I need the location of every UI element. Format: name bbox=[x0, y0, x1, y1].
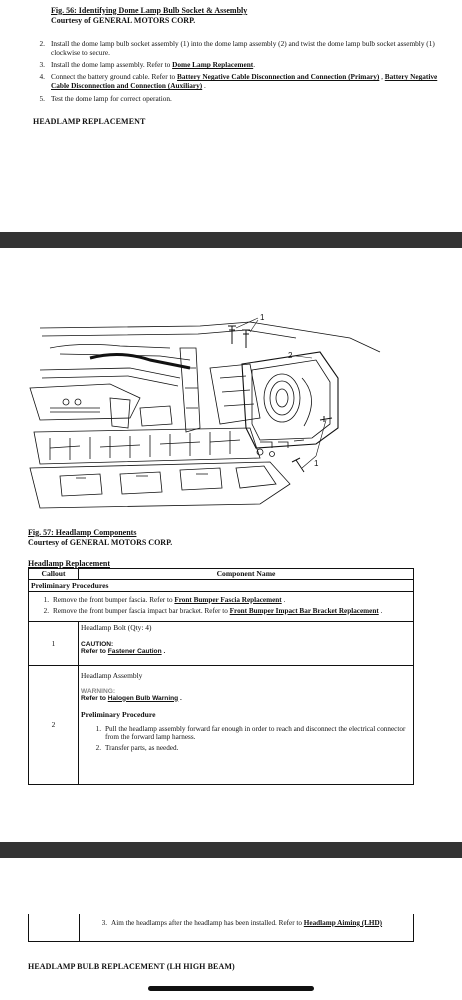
caution-text: Refer to Fastener Caution . bbox=[81, 647, 166, 655]
headlamp-components-illustration: 1 2 1 bbox=[29, 313, 381, 509]
table-row: 2 Headlamp Assembly WARNING: Refer to Ha… bbox=[29, 665, 413, 784]
table-continuation: 3. Aim the headlamps after the headlamp … bbox=[28, 914, 414, 942]
link-impact-bar-bracket[interactable]: Front Bumper Impact Bar Bracket Replacem… bbox=[229, 606, 379, 615]
document-page-1: Fig. 56: Identifying Dome Lamp Bulb Sock… bbox=[0, 0, 462, 232]
preliminary-procedures: 1. Remove the front bumper fascia. Refer… bbox=[29, 592, 413, 622]
list-item: 2. Transfer parts, as needed. bbox=[95, 744, 179, 753]
callout-label: 1 bbox=[260, 313, 265, 322]
table-row: 1 Headlamp Bolt (Qty: 4) CAUTION: Refer … bbox=[29, 621, 413, 666]
figure-credit: Courtesy of GENERAL MOTORS CORP. bbox=[28, 538, 173, 547]
home-indicator[interactable] bbox=[148, 986, 314, 991]
component-name: Headlamp Bolt (Qty: 4) bbox=[81, 622, 152, 632]
link-dome-lamp-replacement[interactable]: Dome Lamp Replacement bbox=[172, 60, 254, 70]
figure-credit: Courtesy of GENERAL MOTORS CORP. bbox=[51, 16, 196, 25]
page-separator bbox=[0, 842, 462, 858]
callout-label: 1 bbox=[314, 459, 319, 468]
list-item: 1. Remove the front bumper fascia. Refer… bbox=[43, 596, 286, 604]
list-item: 3. Aim the headlamps after the headlamp … bbox=[101, 919, 383, 927]
link-halogen-bulb-warning[interactable]: Halogen Bulb Warning bbox=[107, 694, 179, 702]
column-header-callout: Callout bbox=[29, 569, 79, 579]
page-separator bbox=[0, 232, 462, 248]
link-headlamp-aiming[interactable]: Headlamp Aiming (LHD) bbox=[303, 919, 383, 927]
prelim-step-list: 1. Remove the front bumper fascia. Refer… bbox=[29, 596, 413, 616]
warning-text: Refer to Halogen Bulb Warning . bbox=[81, 694, 182, 702]
figure-caption: Fig. 56: Identifying Dome Lamp Bulb Sock… bbox=[51, 6, 247, 26]
step-item: 5. Test the dome lamp for correct operat… bbox=[39, 93, 172, 103]
sub-procedure-title: Preliminary Procedure bbox=[81, 709, 156, 719]
callout-label: 2 bbox=[288, 351, 293, 360]
component-cell: Headlamp Bolt (Qty: 4) CAUTION: Refer to… bbox=[79, 622, 413, 665]
component-name: Headlamp Assembly bbox=[81, 670, 143, 680]
callout-cell: 1 bbox=[29, 621, 79, 665]
component-cell: Headlamp Assembly WARNING: Refer to Halo… bbox=[79, 666, 413, 784]
step-item: 4. Connect the battery ground cable. Ref… bbox=[39, 72, 438, 91]
document-page-3: 3. Aim the headlamps after the headlamp … bbox=[0, 858, 462, 1000]
section-heading: HEADLAMP BULB REPLACEMENT (LH HIGH BEAM) bbox=[28, 962, 235, 971]
warning-label: WARNING: bbox=[81, 687, 116, 695]
document-page-2: 1 2 1 Fig. 57: Headlamp Components Court… bbox=[0, 248, 462, 842]
component-table: Callout Component Name Preliminary Proce… bbox=[28, 568, 414, 785]
figure-caption: Fig. 57: Headlamp Components Courtesy of… bbox=[28, 528, 172, 548]
link-front-bumper-fascia[interactable]: Front Bumper Fascia Replacement bbox=[174, 596, 282, 604]
link-fastener-caution[interactable]: Fastener Caution bbox=[107, 647, 162, 655]
figure-title: Fig. 56: Identifying Dome Lamp Bulb Sock… bbox=[51, 6, 248, 15]
link-battery-cable-primary[interactable]: Battery Negative Cable Disconnection and… bbox=[177, 72, 380, 82]
sub-step-list: 1. Pull the headlamp assembly forward fa… bbox=[81, 725, 411, 753]
table-title: Headlamp Replacement bbox=[28, 559, 110, 568]
step-item: 3. Install the dome lamp assembly. Refer… bbox=[39, 60, 256, 70]
table-header: Callout Component Name bbox=[29, 569, 413, 580]
figure-title: Fig. 57: Headlamp Components bbox=[28, 528, 137, 537]
caution-label: CAUTION: bbox=[81, 640, 114, 648]
sub-step-list: 3. Aim the headlamps after the headlamp … bbox=[87, 919, 407, 930]
link-battery-cable-auxiliary[interactable]: Battery Negative Cable Disconnection and… bbox=[51, 72, 438, 91]
list-item: 2. Remove the front bumper fascia impact… bbox=[43, 606, 383, 615]
list-item: 1. Pull the headlamp assembly forward fa… bbox=[95, 724, 406, 742]
section-heading: HEADLAMP REPLACEMENT bbox=[33, 117, 146, 126]
column-header-component: Component Name bbox=[216, 569, 276, 578]
step-item: 2. Install the dome lamp bulb socket ass… bbox=[39, 39, 435, 57]
preliminary-procedures-label: Preliminary Procedures bbox=[29, 580, 413, 592]
procedure-steps: 2. Install the dome lamp bulb socket ass… bbox=[33, 39, 443, 106]
callout-cell: 2 bbox=[29, 665, 79, 784]
